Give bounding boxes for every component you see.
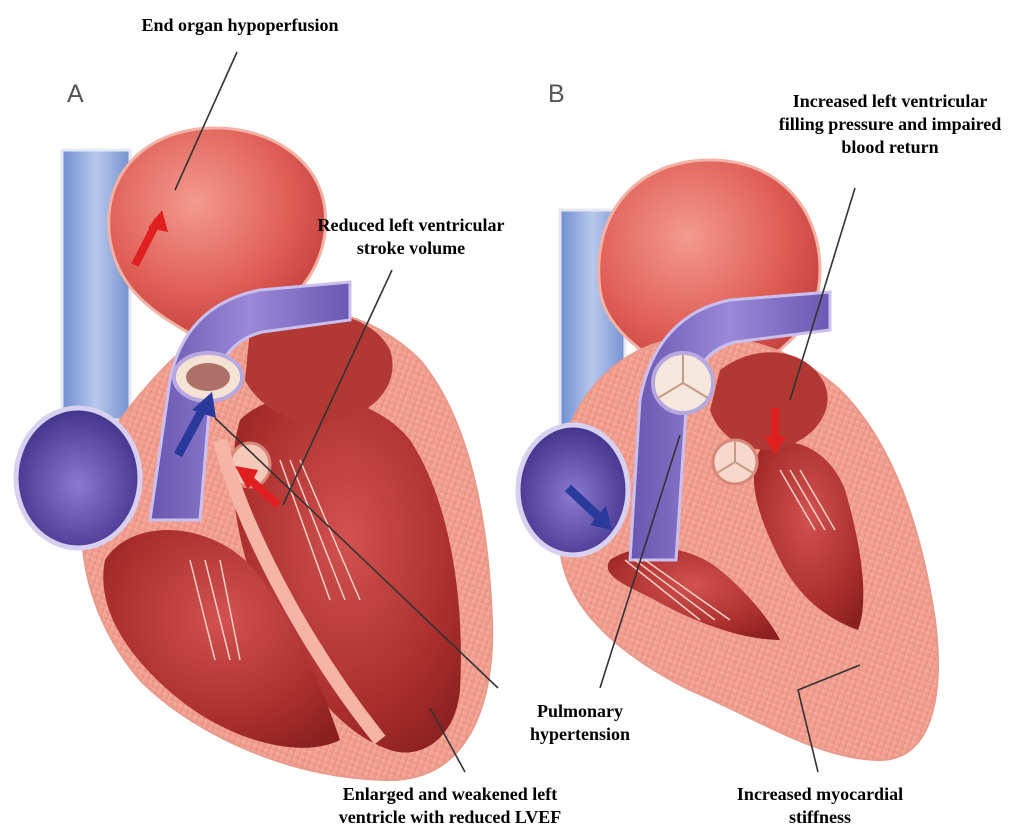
label-line: Pulmonary <box>510 700 650 723</box>
label-end-organ-hypoperfusion: End organ hypoperfusion <box>110 14 370 37</box>
label-line: stroke volume <box>296 237 526 260</box>
label-line: Reduced left ventricular <box>296 214 526 237</box>
panel-b-heart <box>518 160 938 760</box>
label-pulmonary-hypertension: Pulmonary hypertension <box>510 700 650 746</box>
label-line: stiffness <box>705 806 935 829</box>
label-enlarged-weakened-lv: Enlarged and weakened left ventricle wit… <box>300 783 600 829</box>
label-reduced-stroke-volume: Reduced left ventricular stroke volume <box>296 214 526 260</box>
label-line: ventricle with reduced LVEF <box>300 806 600 829</box>
panel-b-letter: B <box>548 80 565 109</box>
panel-a-letter: A <box>67 80 84 109</box>
label-line: filling pressure and impaired <box>755 113 1025 136</box>
label-line: Increased myocardial <box>705 783 935 806</box>
label-line: Enlarged and weakened left <box>300 783 600 806</box>
label-line: Increased left ventricular <box>755 90 1025 113</box>
label-increased-filling-pressure: Increased left ventricular filling press… <box>755 90 1025 159</box>
label-increased-myocardial-stiffness: Increased myocardial stiffness <box>705 783 935 829</box>
right-atrium-a <box>16 408 140 548</box>
label-line: blood return <box>755 136 1025 159</box>
label-line: hypertension <box>510 723 650 746</box>
